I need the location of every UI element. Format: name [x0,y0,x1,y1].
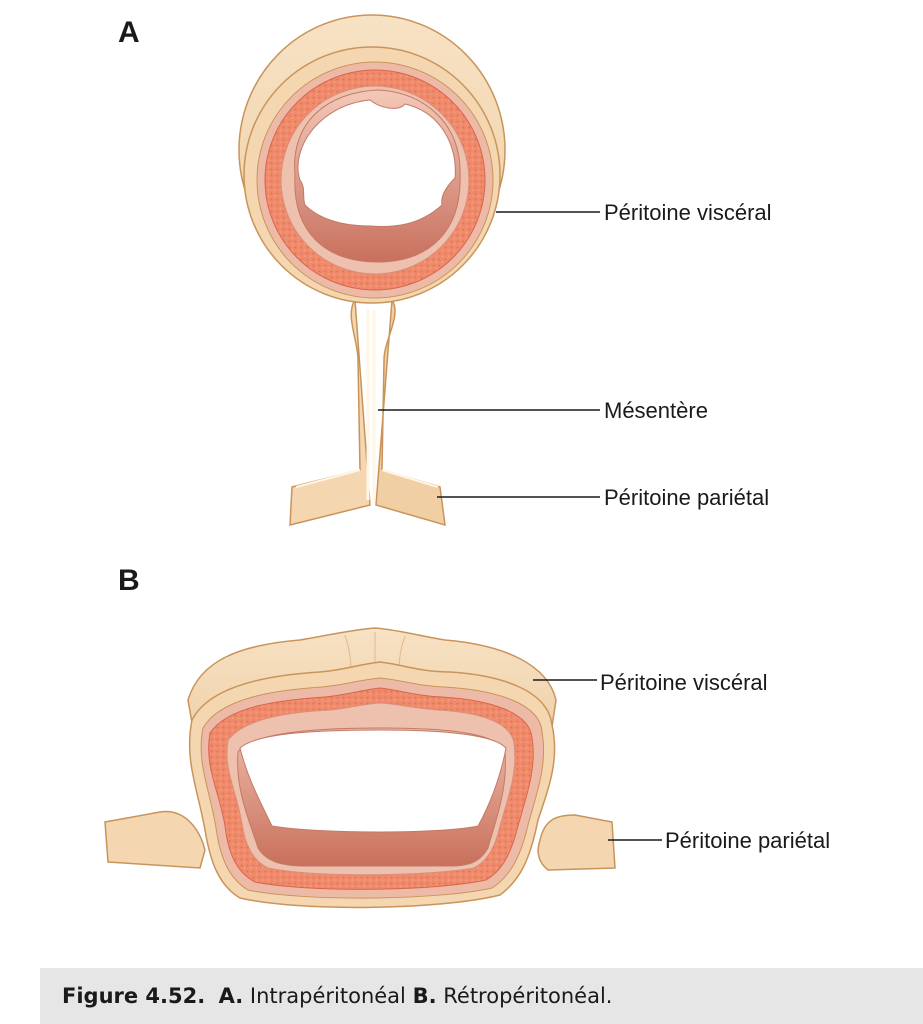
caption-a-letter: A. [218,984,244,1008]
lumen-a [297,99,456,227]
panel-a-letter: A [118,16,140,49]
lumen-b [239,729,507,833]
caption-a-text: Intrapéritonéal [249,984,406,1008]
panel-b: B [104,564,616,909]
caption-b-text: Rétropéritonéal. [443,984,613,1008]
parietal-left-sheet [104,810,206,869]
label-a-mesentery: Mésentère [604,398,708,423]
panel-a: A [118,14,506,527]
caption-b-letter: B. [412,984,437,1008]
label-a-visceral: Péritoine viscéral [604,200,772,225]
label-b-parietal: Péritoine pariétal [665,828,830,853]
label-b-visceral: Péritoine viscéral [600,670,768,695]
mesentery-right-fold [375,297,446,527]
parietal-right-sheet [537,814,616,871]
mesentery-left-fold [289,297,371,526]
panel-b-letter: B [118,564,140,597]
peritoneum-diagram: A Péritoine viscéral Mésentère Péritoine… [104,14,830,909]
label-a-parietal: Péritoine pariétal [604,485,769,510]
figure-caption: Figure 4.52. A. Intrapéritonéal B. Rétro… [40,968,923,1024]
caption-figure-label: Figure 4.52. [62,984,206,1008]
